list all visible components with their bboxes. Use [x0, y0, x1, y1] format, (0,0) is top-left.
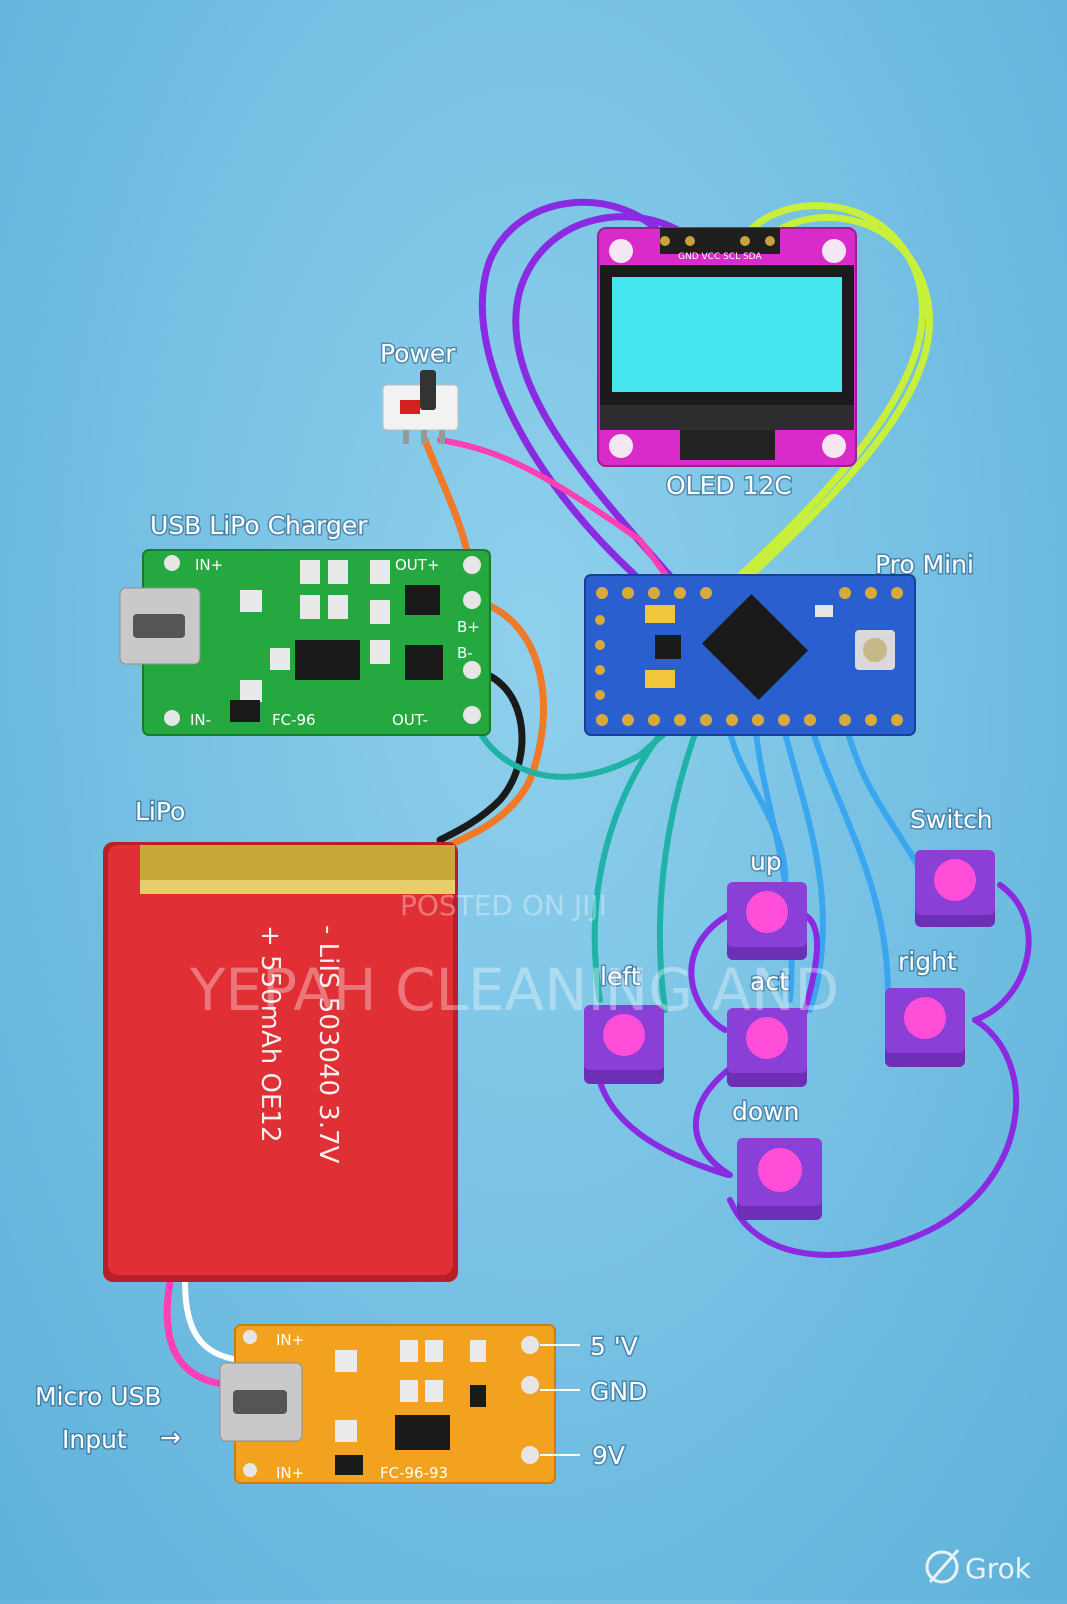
act-label: act	[750, 967, 789, 996]
grok-logo-icon	[925, 1549, 960, 1584]
oled-screen	[612, 277, 842, 392]
wire-battery-minus	[436, 666, 526, 844]
power-switch[interactable]	[382, 370, 459, 444]
wire-battery-plus	[446, 596, 548, 849]
output-gnd-label: GND	[590, 1377, 647, 1406]
button-right[interactable]	[885, 988, 965, 1067]
usb-lipo-charger: IN+ IN- OUT+ OUT- B+ B- FC-96	[119, 549, 491, 736]
wire-battery-boost-pink	[163, 1278, 234, 1389]
charger-label: USB LiPo Charger	[150, 511, 368, 540]
oled-pin-labels: GND VCC SCL SDA	[678, 252, 762, 262]
wire-gnd-loop-1	[688, 912, 731, 1033]
grok-brand-name: Grok	[965, 1552, 1032, 1585]
oled-label: OLED 12C	[666, 471, 792, 500]
micro-usb-label-line1: Micro USB	[35, 1382, 162, 1411]
wire-right	[807, 717, 892, 1003]
charger-b-plus: B+	[457, 618, 480, 636]
lipo-battery: - LiIS 503040 3.7V + 550mAh OE12	[103, 842, 458, 1282]
down-label: down	[732, 1097, 799, 1126]
left-label: left	[600, 962, 641, 991]
micro-usb-arrow-icon: →	[160, 1423, 181, 1452]
charger-out-minus: OUT-	[392, 711, 428, 729]
boost-model: FC-96-93	[380, 1464, 448, 1482]
battery-text-line2: + 550mAh OE12	[255, 925, 285, 1143]
lipo-label: LiPo	[135, 797, 185, 826]
output-9v-label: 9V	[592, 1441, 625, 1470]
wire-oled-sda	[708, 214, 933, 616]
output-5v-label: 5 'V	[590, 1332, 638, 1361]
charger-b-minus: B-	[457, 644, 473, 662]
wire-battery-boost-white	[182, 1279, 243, 1363]
micro-usb-label-line2: Input	[62, 1425, 127, 1454]
switch-label: Switch	[910, 805, 993, 834]
charger-model: FC-96	[272, 711, 316, 729]
wires	[163, 198, 1032, 1389]
boost-converter-board: IN+ IN+ FC-96-93	[219, 1324, 556, 1484]
button-switch[interactable]	[915, 850, 995, 927]
charger-in-minus: IN-	[190, 711, 211, 729]
wire-oled-vcc	[512, 213, 694, 582]
power-label: Power	[380, 339, 456, 368]
wire-gnd-loop-3	[692, 1067, 733, 1178]
wire-switch-btn	[842, 717, 923, 873]
wire-left-b	[656, 717, 703, 1013]
pro-mini-board	[584, 574, 916, 736]
output-leaders	[540, 1344, 580, 1456]
wire-act-b	[779, 717, 826, 1013]
boost-in-plus: IN+	[276, 1331, 304, 1349]
wire-left-a	[591, 717, 675, 1003]
button-down[interactable]	[737, 1138, 822, 1220]
oled-display: GND VCC SCL SDA	[597, 227, 857, 467]
button-act[interactable]	[727, 1008, 807, 1087]
watermark-line1: POSTED ON JIJI	[400, 889, 607, 922]
up-label: up	[750, 847, 782, 876]
wire-gnd-loop-6	[727, 1017, 1019, 1258]
wire-gnd-loop-5	[972, 882, 1032, 1023]
right-label: right	[898, 947, 957, 976]
wire-switch-orange-top	[421, 436, 474, 569]
wire-oled-scl	[696, 202, 926, 616]
charger-in-plus: IN+	[195, 556, 223, 574]
watermark-line2: YEPAH CLEANING AND	[189, 956, 839, 1024]
charger-out-plus: OUT+	[395, 556, 440, 574]
button-left[interactable]	[584, 1005, 664, 1084]
boost-in-minus: IN+	[276, 1464, 304, 1482]
button-up[interactable]	[727, 882, 807, 960]
battery-text-line1: - LiIS 503040 3.7V	[313, 925, 343, 1164]
wire-switch-pink	[437, 437, 671, 581]
